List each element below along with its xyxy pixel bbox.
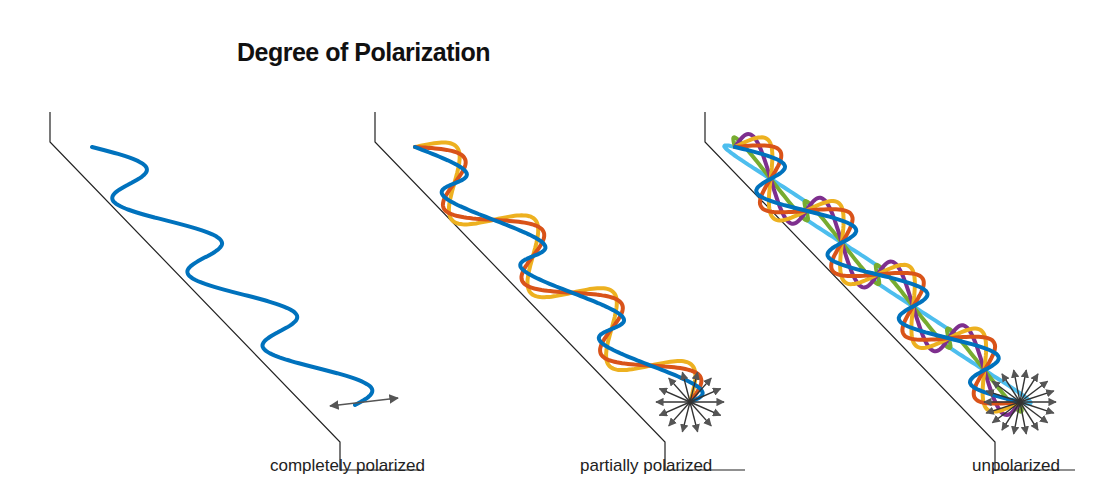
panel-label: completely polarized [270, 456, 425, 476]
field-arrow [1020, 402, 1054, 413]
wave-curve [735, 134, 1020, 415]
wave-curve [735, 145, 1020, 403]
field-arrow [1002, 402, 1020, 430]
field-arrow [690, 389, 721, 402]
panel-label: partially polarized [580, 456, 712, 476]
wave-curve [415, 147, 703, 402]
field-arrow [690, 378, 711, 402]
field-arrow [1020, 401, 1056, 402]
panel-frames [50, 112, 1075, 470]
wave-curve [92, 147, 372, 405]
wave-curve [415, 147, 701, 402]
field-arrow [659, 389, 690, 402]
field-arrow [984, 401, 1020, 402]
wave-curve [733, 137, 1021, 411]
field-arrow [1020, 374, 1038, 402]
field-arrow [986, 391, 1020, 402]
field-arrow [690, 401, 724, 402]
frame-lines [375, 112, 745, 470]
field-arrow [1020, 402, 1026, 434]
field-arrow [986, 402, 1020, 413]
wave-curve [735, 147, 1020, 402]
field-arrow [1020, 391, 1054, 402]
field-arrow [656, 401, 690, 402]
field-arrow [690, 402, 698, 432]
field-arrow [682, 372, 690, 402]
wave-curve [735, 137, 1020, 411]
field-arrow [992, 402, 1020, 423]
field-arrow [669, 402, 690, 426]
field-arrow [659, 402, 690, 415]
field-arrow [330, 398, 398, 406]
field-arrow [1014, 370, 1020, 402]
frame-lines [705, 112, 1075, 470]
figure-title: Degree of Polarization [237, 38, 490, 67]
wave-group [92, 134, 1031, 415]
panel-label: unpolarized [972, 456, 1060, 476]
field-arrow [690, 402, 721, 415]
frame-lines [50, 112, 420, 470]
field-arrow [1020, 381, 1048, 402]
arrow-group [330, 370, 1056, 434]
